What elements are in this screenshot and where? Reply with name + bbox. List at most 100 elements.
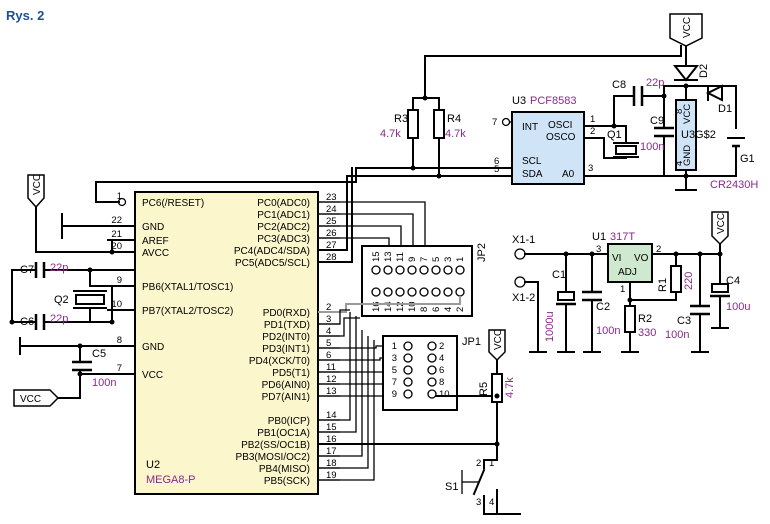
junction [436, 173, 442, 179]
u2-pin-name: PC2(ADC2) [257, 222, 310, 233]
u3-ref: U3 [512, 95, 526, 107]
wire-pb5 [318, 340, 375, 481]
wire-pc1 [318, 213, 414, 238]
jp2-pin [371, 287, 381, 297]
u2-pin-name: PB7(XTAL2/TOSC2) [142, 306, 233, 317]
u3-pin-a0: A0 [562, 169, 575, 180]
u1-adj: ADJ [618, 267, 637, 278]
jp1-pin [403, 365, 413, 375]
r1-value: 220 [683, 272, 695, 290]
u2-pin-name: PD2(INT0) [262, 332, 310, 343]
jp1-body [382, 335, 458, 411]
jp2-pin-label: 12 [395, 301, 406, 312]
jp1-pin [403, 353, 413, 363]
u2-pin-number: 21 [111, 229, 122, 240]
u2-chip-body [134, 191, 319, 495]
u2-pin-name: PC6(/RESET) [142, 198, 204, 209]
u2-pin-number: 7 [117, 363, 122, 374]
c4-ref: C4 [726, 275, 740, 287]
r2-body [624, 305, 636, 333]
jp2-pin-label: 1 [455, 257, 466, 262]
u3-chip-body [511, 111, 585, 185]
junction [87, 267, 93, 273]
jp2-pin [395, 265, 405, 275]
c2-value: 100n [596, 325, 620, 337]
jp2-pin-label: 3 [443, 257, 454, 262]
c3-ref: C3 [677, 315, 691, 327]
u3-vcc-label: VCC [682, 104, 693, 124]
s1-pin2: 2 [476, 458, 481, 469]
u2-pin-number: 27 [326, 240, 337, 251]
wire-pc0 [318, 201, 426, 232]
u2-pin-number: 20 [111, 241, 122, 252]
jp2-pin [455, 265, 465, 275]
jp2-pin [407, 265, 417, 275]
c7-value: 22p [50, 262, 68, 274]
u2-pin-number: 17 [326, 446, 337, 457]
junction [673, 251, 679, 257]
u2-pin-number: 14 [326, 410, 337, 421]
u3-sub-label: U3G$2 [681, 129, 716, 141]
u3-num-8: 8 [674, 109, 685, 114]
u2-pin-name: VCC [142, 370, 163, 381]
g1-value: CR2430H [710, 179, 758, 191]
jp2-pin-label: 4 [443, 307, 454, 312]
u2-pin-number: 1 [117, 191, 122, 202]
jp2-ref: JP2 [476, 243, 488, 262]
wire-pd0-bus [318, 296, 461, 313]
u1-vi: VI [612, 253, 621, 264]
jp2-pin [383, 265, 393, 275]
jp2-pin [455, 287, 465, 297]
u3-num-6: 6 [494, 156, 499, 167]
jp1-pin [403, 389, 413, 399]
r2-value: 330 [638, 327, 656, 339]
jp2-pin-label: 8 [419, 307, 430, 312]
d2-ref: D2 [698, 64, 710, 78]
junction [410, 165, 416, 171]
s1-pin1: 1 [489, 458, 494, 469]
c1-ref: C1 [552, 269, 566, 281]
jp1-pin-label: 6 [439, 365, 444, 376]
vcc-tag-psu [711, 211, 729, 246]
jp1-pin [427, 389, 437, 399]
vcc-tag-r5 [488, 329, 506, 362]
junction [563, 251, 569, 257]
wire-reset-scl [95, 167, 509, 203]
jp1-pin-label: 3 [392, 353, 397, 364]
u2-pin-number: 12 [326, 374, 337, 385]
junction [661, 93, 667, 99]
u2-pin-name: PB0(ICP) [268, 416, 310, 427]
s1-ref: S1 [445, 481, 458, 493]
c5-value: 100n [92, 377, 116, 389]
c9-ref: C9 [650, 115, 664, 127]
r1-ref: R1 [657, 278, 669, 292]
junction [494, 393, 500, 399]
wire-scl [317, 167, 353, 263]
s1-pin3: 3 [476, 497, 481, 508]
g1-ref: G1 [740, 153, 755, 165]
jp2-pin-label: 6 [431, 307, 442, 312]
c8-value: 22p [646, 77, 664, 89]
x1-1-ref: X1-1 [512, 234, 535, 246]
junction [717, 251, 723, 257]
r4-value: 4.7k [445, 128, 466, 140]
junction [77, 343, 83, 349]
u1-vo: VO [634, 253, 649, 264]
c1-value: 1000u [544, 311, 556, 342]
u3-pin-int: INT [522, 122, 538, 133]
c6-ref: C6 [20, 316, 34, 328]
u2-pin-number: 19 [326, 470, 337, 481]
wire-avcc [35, 206, 136, 253]
u2-pin-number: 15 [326, 422, 337, 433]
jp2-pin-label: 13 [383, 251, 394, 262]
c8-ref: C8 [612, 79, 626, 91]
x1-2-terminal [514, 276, 526, 288]
r1-body [670, 265, 682, 293]
jp1-pin-label: 4 [439, 353, 444, 364]
vcc-label-top: VCC [682, 17, 693, 38]
u2-pin-number: 26 [326, 228, 337, 239]
u3-part: PCF8583 [530, 95, 576, 107]
junction [109, 249, 115, 255]
u3-num-3: 3 [588, 163, 593, 174]
u2-pin-name: PB3(MOSI/OC2) [236, 452, 310, 463]
